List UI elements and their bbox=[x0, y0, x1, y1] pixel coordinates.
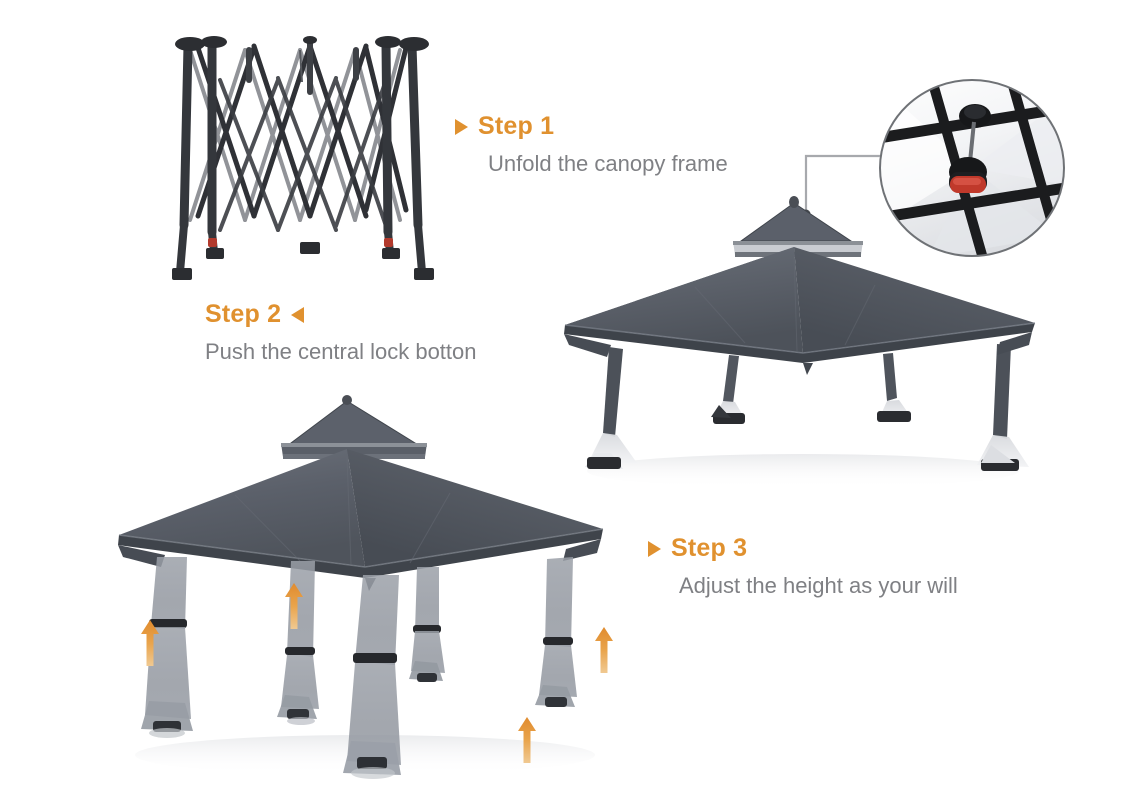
gazebo-leg bbox=[343, 575, 401, 779]
gazebo-leg bbox=[535, 557, 577, 707]
central-lock-button bbox=[949, 157, 987, 193]
step-3-heading: Step 3 bbox=[648, 534, 958, 563]
folded-canopy-frame-illustration bbox=[150, 20, 440, 285]
step-1-heading-label: Step 1 bbox=[478, 112, 555, 140]
step-1-description: Unfold the canopy frame bbox=[488, 151, 728, 176]
triangle-left-icon bbox=[291, 306, 305, 323]
step-2-block: Step 2 Push the central lock botton bbox=[205, 300, 535, 365]
step-3-description: Adjust the height as your will bbox=[679, 573, 958, 598]
step-2-heading-label: Step 2 bbox=[205, 300, 282, 328]
gazebo-leg bbox=[711, 355, 745, 424]
gazebo-leg bbox=[977, 344, 1029, 471]
gazebo-raised-illustration bbox=[95, 395, 635, 785]
gazebo-leg bbox=[409, 567, 445, 682]
gazebo-collapsed-illustration bbox=[545, 195, 1065, 490]
triangle-right-icon bbox=[648, 540, 661, 557]
height-adjust-arrow-icon bbox=[141, 583, 613, 763]
gazebo-leg bbox=[585, 347, 637, 469]
gazebo-leg bbox=[277, 561, 319, 725]
gazebo-leg bbox=[141, 557, 193, 738]
step-2-heading: Step 2 bbox=[205, 300, 535, 329]
step-1-heading: Step 1 bbox=[455, 112, 728, 141]
step-3-block: Step 3 Adjust the height as your will bbox=[648, 534, 958, 599]
frame-lock-accent bbox=[208, 238, 393, 247]
step-2-description: Push the central lock botton bbox=[205, 339, 477, 364]
step-1-block: Step 1 Unfold the canopy frame bbox=[455, 112, 728, 177]
central-lock-detail-callout bbox=[858, 76, 1086, 266]
step-3-heading-label: Step 3 bbox=[671, 534, 748, 562]
gazebo-leg bbox=[877, 353, 911, 422]
triangle-right-icon bbox=[455, 118, 468, 135]
